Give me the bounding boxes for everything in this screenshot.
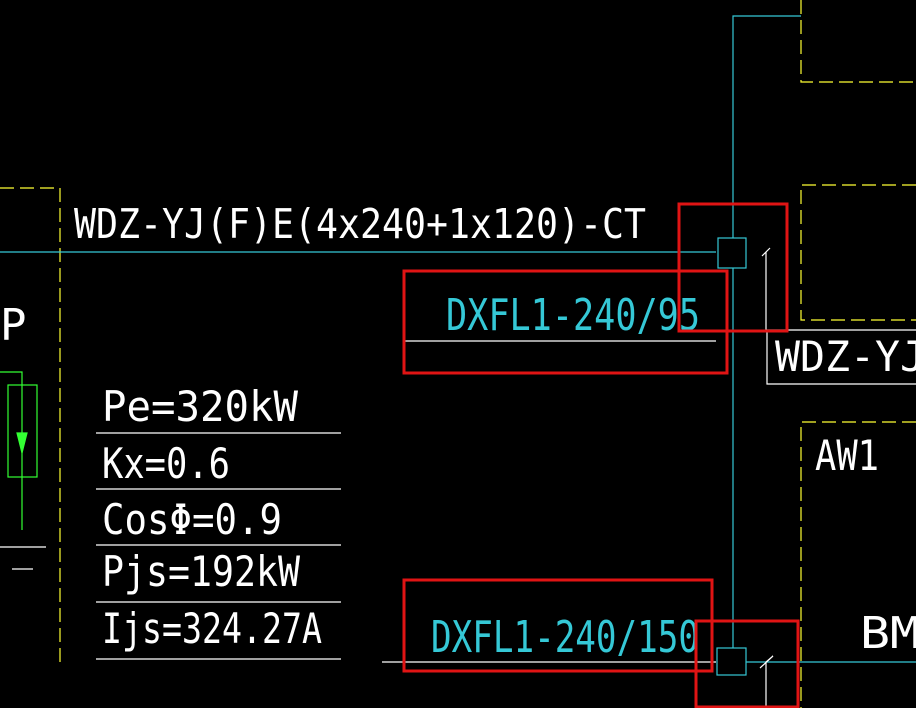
highlight-boxes [402, 202, 800, 708]
surge-protector-box [7, 384, 38, 478]
branch-top-label: DXFL1-240/95 [446, 290, 700, 341]
right-cable-label: WDZ-YJ [775, 332, 916, 381]
highlight-junction-bottom [694, 619, 800, 708]
ground-icon [0, 371, 38, 530]
junction-box-bottom-icon [716, 647, 747, 676]
right-cable-label-box [766, 329, 916, 385]
main-cable-label: WDZ-YJ(F)E(4x240+1x120)-CT [74, 200, 646, 248]
lower-right-panel-frame [800, 421, 916, 708]
vertical-riser-wire [732, 15, 801, 238]
left-panel-frame [0, 187, 61, 665]
tap-mark-bottom [759, 655, 774, 708]
load-table-row: Kx=0.6 [102, 439, 230, 488]
annotations: WDZ-YJ(F)E(4x240+1x120)-CT DXFL1-240/95 … [0, 200, 916, 663]
load-table-row: CosΦ=0.9 [102, 495, 282, 544]
mid-right-panel-frame [800, 184, 916, 321]
down-arrow-icon [16, 432, 28, 454]
load-table-row: Ijs=324.27A [102, 604, 322, 653]
junction-box-top-icon [717, 237, 747, 269]
load-table-row: Pjs=192kW [102, 547, 301, 596]
ground-lead [0, 371, 23, 530]
tap-mark-top [761, 247, 771, 330]
highlight-branch-bottom [402, 578, 714, 673]
load-table-row: Pe=320kW [102, 382, 299, 431]
branch-bottom-label: DXFL1-240/150 [431, 612, 699, 663]
top-right-panel-frame [800, 0, 916, 83]
panel-left-label: P [0, 300, 27, 351]
panel-bm-label: BM [860, 608, 916, 659]
highlight-junction-top [677, 202, 789, 333]
white-lines [0, 247, 916, 708]
highlight-branch-top [402, 269, 729, 375]
panel-aw1-label: AW1 [815, 431, 879, 480]
